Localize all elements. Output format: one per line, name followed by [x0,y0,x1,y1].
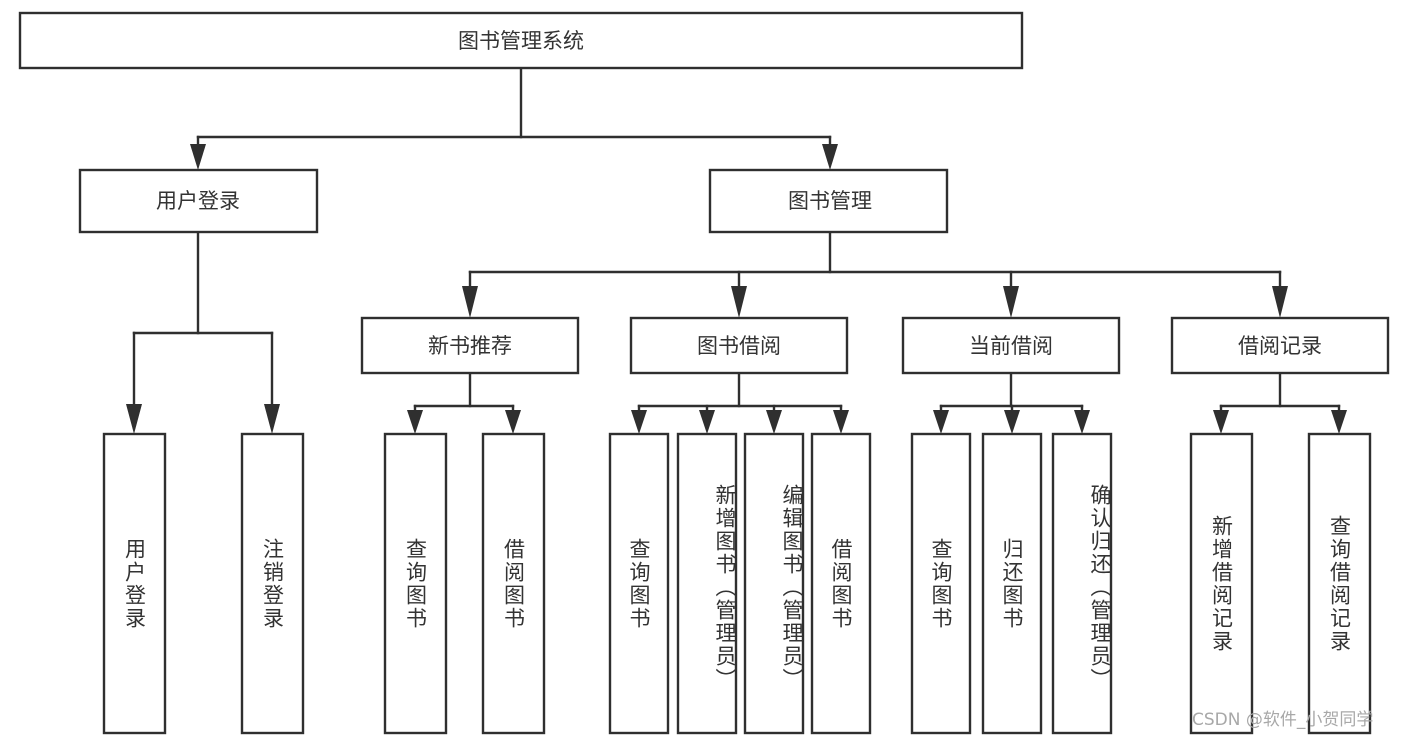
watermark-text: CSDN @软件_小贺同学 [1192,710,1374,730]
node-book-management[interactable]: 图书管理 [708,168,949,234]
node-user-login-label: 用户登录 [156,189,240,213]
connector-group-current-borrow [933,371,1090,434]
node-new-book-recommend[interactable]: 新书推荐 [360,316,580,375]
node-current-borrow-rect[interactable] [901,316,1121,375]
connector-group-root [190,66,838,170]
arrow-head-leaf-return-book [1004,410,1020,434]
node-leaf-query-book-recommend-rect[interactable] [383,432,448,735]
node-leaf-user-login-rect[interactable] [102,432,167,735]
connector-group-user-login [126,230,280,434]
node-leaf-query-book-current-rect[interactable] [910,432,972,735]
arrow-head-new-book-recommend [462,286,478,318]
connector-group-borrow-record [1213,371,1347,434]
connector-group-book-management [462,230,1288,318]
arrow-head-user-login [190,144,206,170]
arrow-head-leaf-borrow-book [833,410,849,434]
node-leaf-add-book-admin-rect[interactable] [676,432,738,735]
arrow-head-leaf-add-borrow-record [1213,410,1229,434]
node-book-management-rect[interactable] [708,168,949,234]
arrow-head-leaf-logout [264,404,280,434]
node-leaf-add-borrow-record-rect[interactable] [1189,432,1254,735]
node-current-borrow[interactable]: 当前借阅 [901,316,1121,375]
leaf-boxes [102,432,1372,735]
node-book-borrow-label: 图书借阅 [697,334,781,358]
node-leaf-query-borrow-record-rect[interactable] [1307,432,1372,735]
node-user-login[interactable]: 用户登录 [78,168,319,234]
connector-group-new-book-recommend [407,371,521,434]
node-borrow-record[interactable]: 借阅记录 [1170,316,1390,375]
node-current-borrow-label: 当前借阅 [969,334,1053,358]
node-leaf-query-book-borrow-rect[interactable] [608,432,670,735]
node-root-label: 图书管理系统 [458,29,584,53]
node-leaf-logout-rect[interactable] [240,432,305,735]
arrow-head-current-borrow [1003,286,1019,318]
node-book-management-label: 图书管理 [788,189,872,213]
node-leaf-borrow-book-recommend-rect[interactable] [481,432,546,735]
node-leaf-return-book-rect[interactable] [981,432,1043,735]
node-leaf-borrow-book-rect[interactable] [810,432,872,735]
node-leaf-confirm-return-admin-rect[interactable] [1051,432,1113,735]
node-borrow-record-rect[interactable] [1170,316,1390,375]
node-book-borrow-rect[interactable] [629,316,849,375]
node-book-borrow[interactable]: 图书借阅 [629,316,849,375]
node-new-book-recommend-label: 新书推荐 [428,334,512,358]
arrow-head-book-borrow [731,286,747,318]
node-leaf-edit-book-admin-rect[interactable] [743,432,805,735]
arrow-head-leaf-query-book-recommend [407,410,423,434]
arrow-head-borrow-record [1272,286,1288,318]
arrow-head-book-management [822,144,838,170]
arrow-head-leaf-query-book-current [933,410,949,434]
arrow-head-leaf-confirm-return-admin [1074,410,1090,434]
arrow-head-leaf-query-borrow-record [1331,410,1347,434]
node-new-book-recommend-rect[interactable] [360,316,580,375]
node-borrow-record-label: 借阅记录 [1238,334,1322,358]
node-user-login-rect[interactable] [78,168,319,234]
node-root-rect[interactable] [18,11,1024,70]
arrow-head-leaf-borrow-book-recommend [505,410,521,434]
arrow-head-leaf-edit-book-admin [766,410,782,434]
arrow-head-leaf-user-login [126,404,142,434]
connector-group-book-borrow [631,371,849,434]
arrow-head-leaf-add-book-admin [699,410,715,434]
arrow-head-leaf-query-book-borrow [631,410,647,434]
node-root[interactable]: 图书管理系统 [18,11,1024,70]
